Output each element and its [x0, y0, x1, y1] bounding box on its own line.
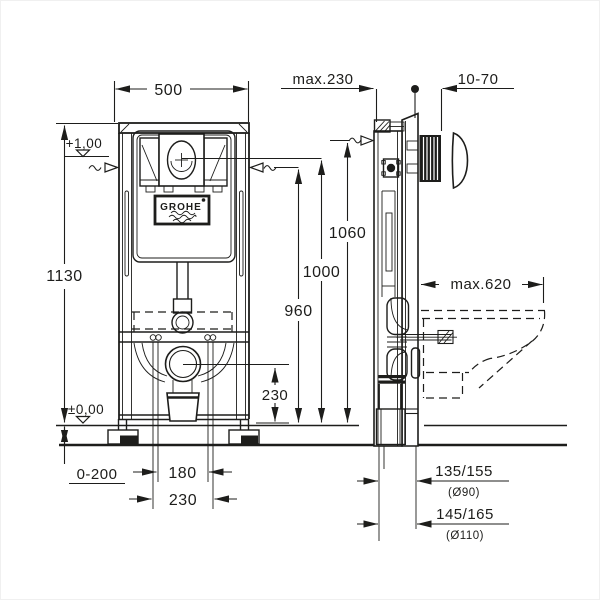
dim-1060-label: 1060 — [329, 225, 367, 242]
floor-lines — [56, 424, 567, 447]
grohe-logo-text: GROHE — [160, 202, 202, 213]
datum-plus-1m: +1,00 — [65, 136, 109, 158]
dim-drain-offsets: 135/155 (Ø90) 145/165 (Ø110) — [357, 446, 509, 542]
dim-outlet-width: 230 — [129, 492, 237, 509]
dim-frame-height: 1130 — [46, 122, 118, 423]
dim-10-70-label: 10-70 — [458, 71, 499, 88]
dim-230-outlet-height-label: 230 — [262, 387, 289, 404]
dim-wall-distance: max.230 — [281, 71, 378, 122]
crossbar-and-rods — [119, 331, 249, 509]
wall-bracket — [373, 119, 405, 133]
dim-dia90-label: (Ø90) — [448, 487, 480, 499]
datum-floor-level: ±0,00 — [68, 402, 104, 424]
wall-arrow-icon — [360, 135, 375, 146]
dim-1000-label: 1000 — [303, 264, 341, 281]
dim-230-outlet-width-label: 230 — [169, 492, 197, 509]
wall-level-arrow-right — [248, 162, 277, 173]
foot-left — [107, 419, 139, 445]
dim-cistern-top-height: 960 — [274, 166, 312, 423]
wall-arrow-icon — [104, 162, 120, 173]
foot-right — [228, 419, 260, 445]
outlet-sweep-left — [133, 342, 166, 383]
datum-triangle-icon — [75, 415, 91, 424]
anchor-rod — [396, 329, 457, 345]
flush-elbow-lower — [386, 348, 408, 381]
dim-outlet-height: 230 — [183, 364, 289, 424]
toilet-bowl-outline — [421, 309, 546, 399]
dim-max620-label: max.620 — [450, 276, 511, 293]
dim-0-200-label: 0-200 — [77, 466, 118, 483]
side-rail-column — [401, 112, 419, 447]
wall-level-arrow-side — [330, 135, 375, 146]
dim-actuation-height: 1060 — [329, 143, 367, 423]
actuator-housing — [406, 135, 441, 182]
dim-180-label: 180 — [168, 465, 196, 482]
flush-pipe — [171, 262, 194, 334]
dim-feet-adjust: 0-200 — [60, 426, 125, 485]
side-view-frame — [373, 112, 469, 469]
dim-500-label: 500 — [154, 82, 182, 99]
dim-bowl-projection: max.620 — [421, 276, 545, 303]
datum-triangle-icon — [75, 149, 91, 158]
actuator-oval — [166, 140, 197, 180]
pipe-clamp — [410, 347, 421, 379]
cistern-cover — [132, 130, 236, 263]
flush-elbow-upper — [386, 297, 410, 336]
dim-plate-depth: 10-70 — [440, 71, 514, 131]
dim-dia110-label: (Ø110) — [446, 530, 484, 542]
supply-valve — [381, 158, 401, 178]
frame-top-bar — [118, 122, 250, 134]
wave-icon — [170, 210, 196, 216]
front-view-frame: GROHE — [107, 122, 260, 509]
dim-frame-width: 500 — [113, 81, 250, 122]
datum-plus100-label: +1,00 — [66, 136, 103, 151]
dim-145-165-label: 145/165 — [436, 506, 494, 523]
dim-1m-height: 1000 — [182, 158, 341, 423]
actuation-plate — [451, 131, 469, 190]
outlet-sweep-right — [200, 342, 235, 383]
outlet-bend — [166, 392, 200, 422]
mounting-template-outline — [132, 311, 236, 332]
wall-arrow-icon — [248, 162, 264, 173]
grohe-logo: GROHE — [153, 194, 211, 226]
dim-bolt-spacing: 180 — [133, 465, 232, 482]
rail-slot-left — [124, 190, 129, 277]
dim-135-155-label: 135/155 — [435, 463, 493, 480]
registered-mark-icon — [201, 198, 206, 202]
wall-reference-marker — [411, 85, 419, 118]
dim-960-label: 960 — [284, 303, 312, 320]
side-outlet — [375, 375, 418, 469]
drain-connection — [164, 345, 202, 422]
dim-1130-label: 1130 — [46, 268, 82, 285]
rail-slot-right — [239, 190, 244, 277]
dim-max230-label: max.230 — [292, 71, 353, 88]
wall-level-arrow-left — [88, 162, 120, 173]
datum-zero-label: ±0,00 — [68, 402, 104, 417]
